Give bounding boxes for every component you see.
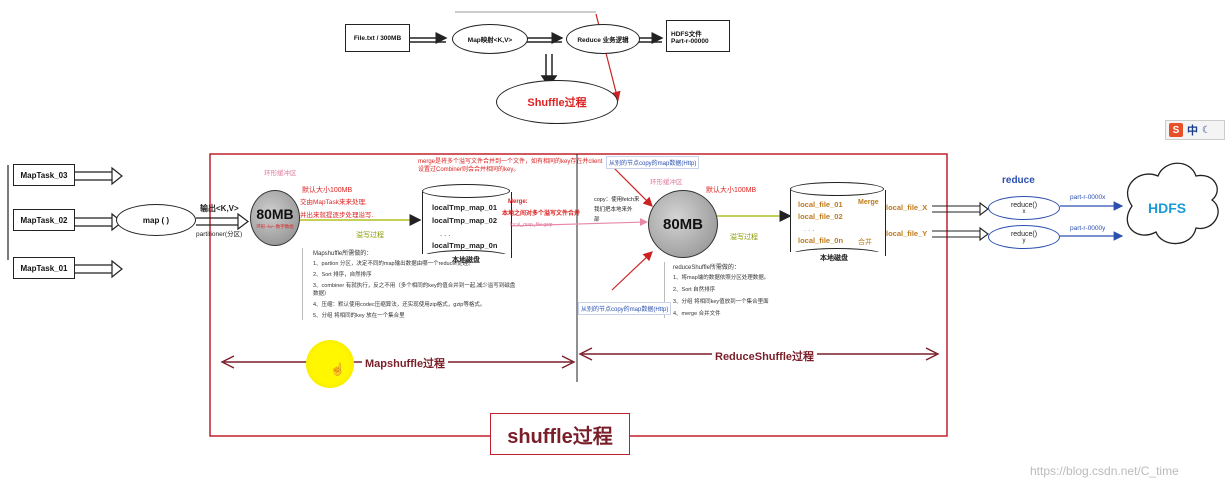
reduce-x-ellipse: reduce() x [988,196,1060,220]
reduce-disk-label: 本地磁盘 [820,255,848,262]
map-note-1: 1、partion 分区，决定不同的map输出数据由哪一个reducer处理。 [313,261,474,267]
maptask-03-label: MapTask_03 [20,170,68,180]
copy-from-bottom-label: 从别的节点copy的map数据(Http) [578,302,672,315]
map-mapping-label: Map映射<K,V> [467,37,513,44]
map-note-4: 4、压缩：默认使用codec压缩算法，还实现使用zip格式，gzip等格式。 [313,302,486,308]
shuffle-big-title: shuffle过程 [507,425,613,448]
reduce-local-disk [790,182,886,262]
map-note-3: 3、combiner 有就执行，反之不用（多个相同的key的值合并到一起,减少溢… [313,283,516,297]
hdfs-file-label: HDFS文件 [671,30,702,38]
ime-moon-icon[interactable]: ☾ [1202,124,1211,136]
reduce-note-4: 4、merge 合并文件 [673,311,721,317]
map-local-file-2: localTmp_map_02 [432,216,498,225]
local-map-file-gzip: local_map_file.gzip [510,222,553,228]
ime-s-icon[interactable]: S [1169,123,1183,137]
reduce-note-1: 1、将map端的数据依照分区处理数据。 [673,275,770,281]
map-note-5: 5、分组 将相同的key 放在一个集合里 [313,313,405,319]
reduce-note-2: 2、Sort 自然排序 [673,287,716,293]
map-local-disk [422,184,512,264]
hand-cursor-icon: ☝ [330,362,345,376]
reduce-title: reduce [1002,175,1035,186]
part-file-label: Part-r-00000 [671,37,709,45]
maptask-02-box: MapTask_02 [13,209,75,231]
map-buffer-size: 80MB [256,206,294,222]
map-buffer-inner: 环形--kv--数字数组 [256,224,294,229]
reduce-default-size: 默认大小100MB [706,187,757,194]
mapshuffle-section-label: Mapshuffle过程 [362,355,449,371]
map-disk-label: 本地磁盘 [452,257,480,264]
output-kv-label: 输出<K,V> [200,204,239,213]
mapshuffle-notes: Mapshuffle所需做的： 1、partion 分区，决定不同的map输出数… [302,248,519,320]
reduce-merge-label: Merge [858,199,879,206]
reduce-merge-cn: 合并 [858,239,872,246]
ime-zh-label[interactable]: 中 [1187,125,1198,137]
map-local-file-n: localTmp_map_0n [432,241,498,250]
map-ring-buffer-label: 环形缓冲区 [264,170,297,177]
partitioner-label: partitioner(分区) [196,231,243,238]
map-default-size: 默认大小100MB [302,187,353,194]
reduce-logic-ellipse: Reduce 业务逻辑 [566,24,640,54]
map-mapping-ellipse: Map映射<K,V> [452,24,528,54]
map-function-label: map ( ) [142,215,170,225]
reduce-notes-title: reduceShuffle所需做的： [673,265,740,271]
part-x-label: part-r-0000x [1070,194,1106,201]
reduce-local-file-2: local_file_02 [798,212,843,221]
reduce-buffer-size: 80MB [662,215,703,233]
reduce-y-key: y [1022,237,1026,244]
reduce-spill-label: 溢写过程 [730,234,758,241]
maptask-03-box: MapTask_03 [13,164,75,186]
reduceshuffle-notes: reduceShuffle所需做的： 1、将map端的数据依照分区处理数据。 2… [664,262,843,318]
ime-toolbar[interactable]: S 中 ☾ [1165,120,1225,140]
shuffle-title: Shuffle过程 [527,97,587,109]
copy-note-3: 部 [594,217,600,223]
maptask-01-box: MapTask_01 [13,257,75,279]
reduce-local-file-dots: . . . [804,224,815,233]
reduce-x-key: x [1022,208,1026,215]
file-input-box: File.txt / 300MB [345,24,410,52]
watermark: https://blog.csdn.net/C_time [1030,464,1179,478]
file-label: File.txt / 300MB [353,34,402,42]
hdfs-label: HDFS [1148,200,1187,216]
part-y-label: part-r-0000y [1070,225,1106,232]
merge-bubble-title: Merge: [508,199,528,205]
copy-from-top-label: 从别的节点copy的map数据(Http) [606,156,700,169]
reduce-y-func: reduce() [1010,230,1038,238]
map-spill-label: 溢写过程 [356,232,384,239]
map-note-2: 2、Sort 排序，自然排序 [313,272,372,278]
shuffle-big-box: shuffle过程 [490,413,630,455]
reduce-local-file-1: local_file_01 [798,200,843,209]
reduce-out-y: local_file_Y [886,229,928,238]
reduceshuffle-section-label: ReduceShuffle过程 [712,348,818,364]
reduce-ring-buffer-circle: 80MB [648,190,718,258]
maptask-01-label: MapTask_01 [20,263,68,273]
hdfs-file-box: HDFS文件 Part-r-00000 [666,20,730,52]
maptask-02-label: MapTask_02 [20,215,68,225]
merge-bubble-text: 本地之间对多个溢写文件合并 [502,211,581,217]
reduce-logic-label: Reduce 业务逻辑 [577,37,629,44]
copy-note-1: copy：使用fetch来 [594,197,640,203]
reduce-x-func: reduce() [1010,201,1038,209]
reduce-y-ellipse: reduce() y [988,225,1060,249]
map-handed-to: 交由MapTask来来处理, [300,199,367,206]
top-flow-arrows [410,32,664,88]
shuffle-ellipse: Shuffle过程 [496,80,618,124]
map-function-ellipse: map ( ) [116,204,196,236]
cursor-highlight [306,340,354,388]
map-ring-buffer-circle: 80MB 环形--kv--数字数组 [250,190,300,246]
reduce-out-x: local_file_X [886,203,928,212]
map-notes-title: Mapshuffle所需做的： [313,251,373,257]
reduce-local-file-n: local_file_0n [798,236,844,245]
reduce-ring-buffer-label: 环形缓冲区 [650,179,683,186]
map-local-file-1: localTmp_map_01 [432,203,498,212]
reduce-note-3: 3、分组 将相同key值放到一个集合里面 [673,299,769,305]
merge-note: merge是将多个溢写文件合并到一个文件，如有相同的key存在并client设置… [418,159,603,173]
copy-note-2: 我们把本地来外 [594,207,633,213]
map-spill-text: 并出来就提逐步处理溢写. [300,212,374,219]
hdfs-cloud [1126,162,1219,245]
map-local-file-dots: . . . [440,229,451,238]
